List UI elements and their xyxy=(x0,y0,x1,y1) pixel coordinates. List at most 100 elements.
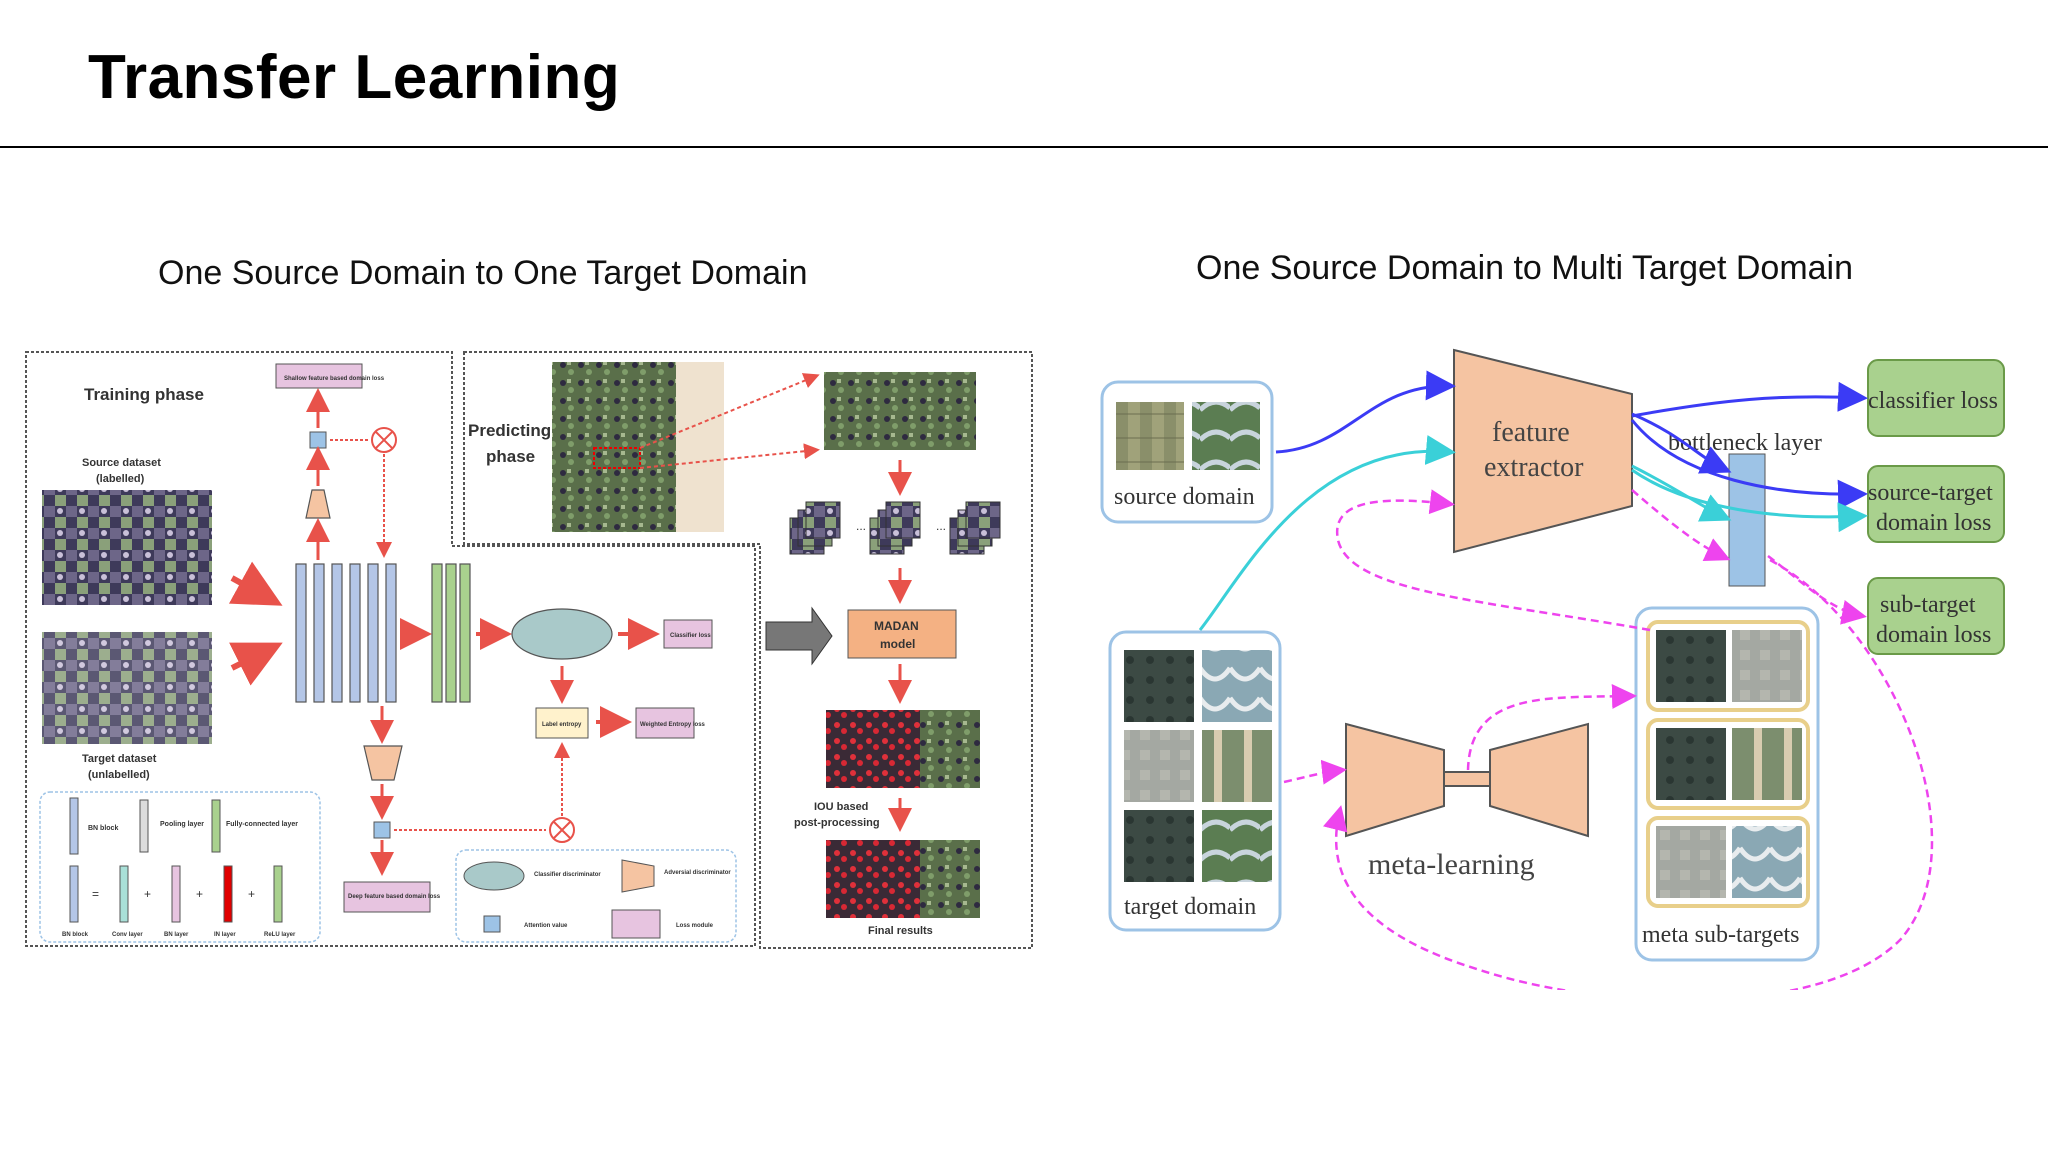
arrow-meta-to-subtargets xyxy=(1466,683,1637,771)
arrow-magenta-to-bottleneck xyxy=(1631,489,1731,561)
sub-target-loss-label-1: sub-target xyxy=(1880,592,1976,618)
svg-text:BN block: BN block xyxy=(62,932,89,938)
final-results-label: Final results xyxy=(868,925,933,937)
predicting-phase-frame xyxy=(463,351,1033,949)
bottleneck-layer xyxy=(1728,453,1766,587)
target-domain-label: target domain xyxy=(1124,894,1256,920)
weighted-entropy-label: Weighted Entropy loss xyxy=(640,722,706,728)
target-image-grid xyxy=(42,632,212,744)
target-unlabelled-label: (unlabelled) xyxy=(88,769,150,781)
feature-extractor xyxy=(1453,348,1633,554)
source-image-grid xyxy=(42,490,212,605)
bn-block-stack xyxy=(295,563,397,703)
legend-fc-swatch xyxy=(211,799,221,853)
legend-loss-swatch xyxy=(611,909,661,939)
source-target-loss-box xyxy=(1867,465,2005,543)
svg-text:ReLU layer: ReLU layer xyxy=(264,932,296,938)
crop-image xyxy=(824,372,976,450)
legend-pooling-label: Pooling layer xyxy=(160,821,204,828)
source-target-loss-label-2: domain loss xyxy=(1876,510,1991,536)
target-image-5 xyxy=(1124,810,1194,882)
legend-bn-swatch xyxy=(69,797,79,855)
arrow-cyan-to-bottleneck xyxy=(1631,464,1732,522)
madan-model-box xyxy=(847,609,957,659)
weighted-entropy-box xyxy=(635,707,695,739)
iou-post-label-2: post-processing xyxy=(794,817,880,829)
title-divider xyxy=(0,146,2048,148)
source-image-2 xyxy=(1192,402,1260,470)
legend-fc-label: Fully-connected layer xyxy=(226,821,298,828)
deep-loss-label: Deep feature based domain loss xyxy=(348,894,441,900)
target-dataset-label: Target dataset xyxy=(82,753,157,765)
target-image-3 xyxy=(1124,730,1194,802)
left-subtitle: One Source Domain to One Target Domain xyxy=(158,254,808,292)
crop-arrow-bottom xyxy=(639,443,820,469)
label-entropy-box xyxy=(535,707,589,739)
fc-layer-stack xyxy=(431,563,471,703)
predicting-phase-label-1: Predicting xyxy=(468,421,551,440)
big-arrow-icon xyxy=(765,606,833,666)
classifier-loss-box xyxy=(663,619,713,649)
source-dataset-label: Source dataset xyxy=(82,457,161,469)
classifier-discriminator xyxy=(511,608,613,660)
svg-text:+: + xyxy=(248,887,255,901)
predicting-phase-label-2: phase xyxy=(486,447,535,466)
layer-legend-box xyxy=(39,791,321,943)
arrow-cyan-to-st-loss xyxy=(1631,468,1868,533)
single-target-diagram: Training phase Source dataset (labelled)… xyxy=(25,351,1033,949)
deep-attention xyxy=(373,821,391,839)
legend-attention-swatch xyxy=(483,915,501,933)
subtarget-group-3 xyxy=(1646,816,1810,908)
subtarget-group-2 xyxy=(1646,718,1810,810)
arrow-bottleneck-loop xyxy=(1323,558,1934,990)
sub-target-loss-label-2: domain loss xyxy=(1876,622,1991,648)
sub-target-loss-box xyxy=(1867,577,2005,655)
deep-adversarial-disc xyxy=(363,745,403,781)
svg-text:=: = xyxy=(92,887,99,901)
arrow-subtargets-to-extractor xyxy=(1335,489,1651,632)
meta-encoder xyxy=(1345,722,1445,838)
svg-text:IN layer: IN layer xyxy=(214,932,236,938)
deep-loss-box xyxy=(343,881,431,913)
deep-multiply-icon xyxy=(549,817,575,843)
classifier-loss-label: Classifier loss xyxy=(670,633,711,639)
legend-adversarial-swatch xyxy=(621,859,655,893)
label-entropy-label: Label entropy xyxy=(542,722,582,728)
source-domain-label: source domain xyxy=(1114,484,1255,510)
classifier-loss-label: classifier loss xyxy=(1868,388,1998,414)
target-image-2 xyxy=(1202,650,1272,722)
arrow-blue-to-st-loss xyxy=(1630,419,1868,510)
arrow-source-to-extractor xyxy=(1275,370,1456,454)
ellipsis: ... xyxy=(936,519,946,533)
shallow-loss-label: Shallow feature based domain loss xyxy=(284,376,385,382)
meta-decoder xyxy=(1489,722,1589,838)
target-input-arrow xyxy=(229,642,283,686)
shallow-attention xyxy=(309,431,327,449)
training-phase-frame xyxy=(25,351,756,947)
arrow-to-classifier-loss xyxy=(1631,381,1868,418)
iou-post-label-1: IOU based xyxy=(814,801,868,813)
madan-model-label-1: MADAN xyxy=(874,619,919,633)
bottleneck-layer-label: bottleneck layer xyxy=(1668,430,1822,456)
target-image-1 xyxy=(1124,650,1194,722)
legend-classifier-disc-swatch xyxy=(463,861,525,891)
beach-area xyxy=(676,362,724,532)
svg-text:Conv layer: Conv layer xyxy=(112,932,143,938)
svg-text:BN layer: BN layer xyxy=(164,932,189,938)
meta-learning-label: meta-learning xyxy=(1368,848,1535,881)
shallow-adversarial-disc xyxy=(305,489,331,519)
right-subtitle: One Source Domain to Multi Target Domain xyxy=(1196,249,1854,287)
final-image-vegetation xyxy=(920,840,980,918)
legend-loss-label: Loss module xyxy=(676,923,714,929)
meta-bottleneck xyxy=(1443,771,1491,787)
shallow-multiply-icon xyxy=(371,427,397,453)
multi-target-diagram: source domain target domain feature extr… xyxy=(1100,348,2005,990)
feature-extractor-label-1: feature xyxy=(1492,417,1570,448)
crop-window xyxy=(593,447,641,469)
feature-extractor-label-2: extractor xyxy=(1484,452,1584,483)
module-legend-box xyxy=(455,849,737,943)
svg-text:+: + xyxy=(196,887,203,901)
target-image-6 xyxy=(1202,810,1272,882)
prediction-image-vegetation xyxy=(920,710,980,788)
ellipsis: ... xyxy=(856,519,866,533)
